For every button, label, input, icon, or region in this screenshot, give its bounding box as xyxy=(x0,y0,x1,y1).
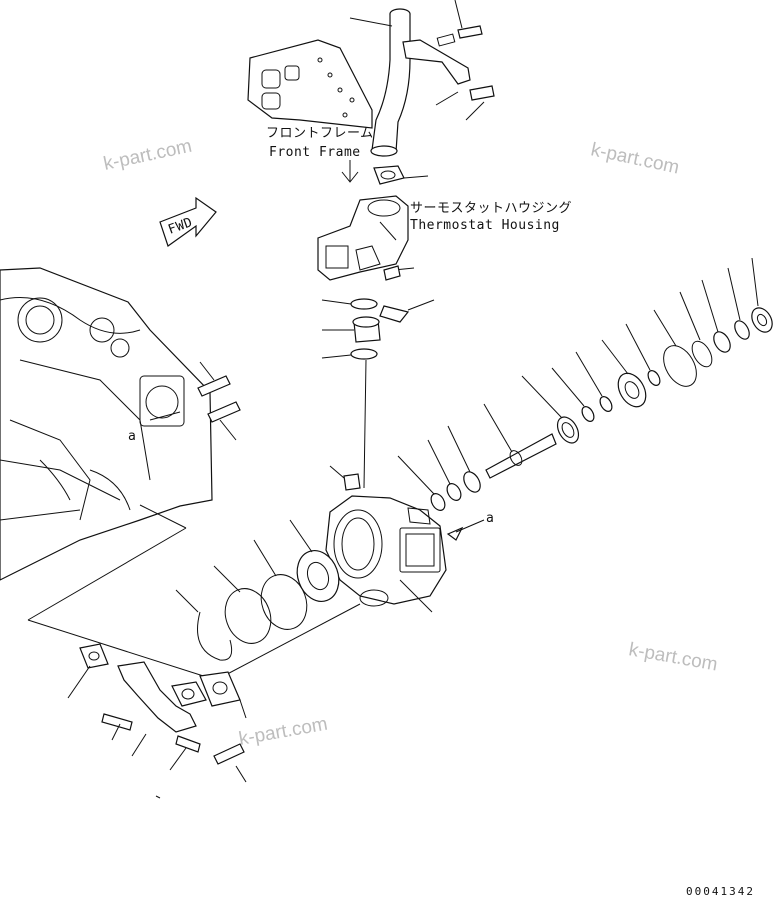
ref-line-engine-3 xyxy=(27,619,217,681)
ref-line-engine-1 xyxy=(139,504,187,529)
thermostat-housing xyxy=(317,195,409,281)
ref-line-engine-2 xyxy=(27,527,187,621)
engine-ref-a: a xyxy=(128,429,136,444)
front-frame-plate xyxy=(247,39,373,129)
pipe-gasket xyxy=(373,165,429,185)
pipe-clamp xyxy=(402,0,495,121)
o-ring-lower xyxy=(350,348,378,360)
thermostat-label-jp: サーモスタットハウジング xyxy=(410,201,572,216)
ref-line-engine-4 xyxy=(215,603,361,681)
engine-block xyxy=(0,267,213,581)
water-pump-housing xyxy=(325,495,447,607)
front-frame-label-en: Front Frame xyxy=(269,145,361,160)
pump-fitting xyxy=(343,473,361,491)
watermark-top-left: k-part.com xyxy=(102,136,194,175)
o-ring-upper xyxy=(350,298,378,310)
pump-ref-a: a xyxy=(486,511,494,526)
pump-front-parts xyxy=(175,519,340,661)
pump-shaft-assembly xyxy=(397,257,773,511)
fwd-indicator: FWD xyxy=(159,196,217,247)
thermostat-label-en: Thermostat Housing xyxy=(410,218,560,233)
engine-bolts xyxy=(197,361,241,441)
document-number: 00041342 xyxy=(686,885,755,898)
water-pipe xyxy=(349,8,411,157)
elbow-pipe-assembly xyxy=(67,643,247,799)
watermark-mid-right: k-part.com xyxy=(627,639,719,675)
front-frame-label-jp: フロントフレーム xyxy=(266,126,374,141)
watermark-top-right: k-part.com xyxy=(589,139,681,178)
thermostat xyxy=(322,316,381,343)
watermark-bottom: k-part.com xyxy=(237,714,329,750)
thermostat-clip xyxy=(379,305,410,323)
